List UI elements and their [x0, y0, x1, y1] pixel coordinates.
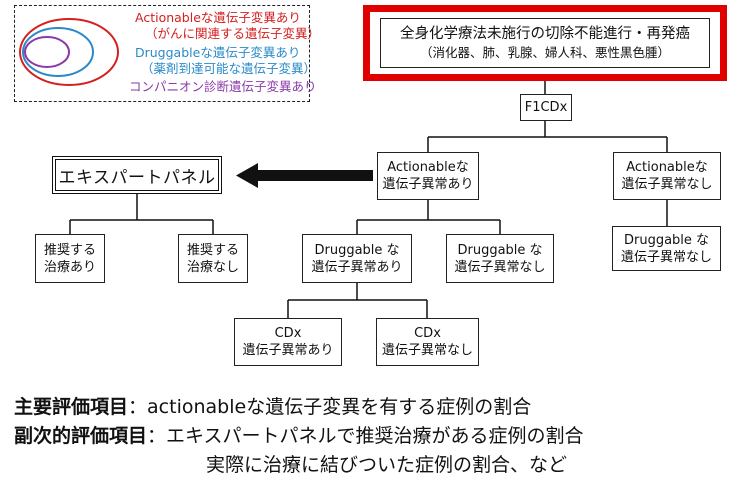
- recommended-treatment-no-node: 推奨する 治療なし: [178, 234, 248, 283]
- secondary-endpoint-text-1: エキスパートパネルで推奨治療がある症例の割合: [166, 425, 584, 447]
- druggable-no-right-line2: 遺伝子異常なし: [620, 249, 712, 265]
- legend-druggable-note: （薬剤到達可能な遺伝子変異）: [141, 61, 317, 76]
- arrow-to-expert-panel: [236, 163, 373, 188]
- actionable-yes-line1: Actionableな: [387, 160, 469, 175]
- actionable-no-line1: Actionableな: [626, 160, 708, 175]
- secondary-endpoint-label: 副次的評価項目: [14, 425, 148, 447]
- cdx-yes-line2: 遺伝子異常あり: [242, 343, 334, 358]
- legend-actionable-label: Actionableな遺伝子変異あり: [135, 10, 301, 25]
- recommended-no-line2: 治療なし: [186, 259, 239, 275]
- legend-venn-diagram: [19, 18, 119, 86]
- recommended-yes-line1: 推奨する: [43, 242, 96, 258]
- legend-ellipse-actionable: [19, 18, 119, 86]
- recommended-yes-line2: 治療あり: [43, 259, 96, 275]
- druggable-yes-line2: 遺伝子異常あり: [311, 259, 403, 275]
- actionable-no-node: Actionableな 遺伝子異常なし: [613, 152, 721, 200]
- legend-companion-label: コンパニオン診断遺伝子変異あり: [129, 79, 317, 94]
- actionable-no-line2: 遺伝子異常なし: [621, 177, 713, 192]
- recommended-no-line1: 推奨する: [186, 242, 239, 258]
- secondary-endpoint-text-2: 実際に治療に結びついた症例の割合、など: [206, 454, 568, 476]
- druggable-no-right-node: Druggable な 遺伝子異常なし: [612, 226, 721, 271]
- cdx-yes-node: CDx 遺伝子異常あり: [234, 318, 342, 366]
- primary-endpoint-line: 主要評価項目：actionableな遺伝子変異を有する症例の割合: [14, 394, 531, 420]
- cdx-no-line2: 遺伝子異常なし: [381, 343, 473, 358]
- actionable-yes-node: Actionableな 遺伝子異常あり: [377, 152, 479, 200]
- druggable-no-right-line1: Druggable な: [623, 232, 710, 248]
- recommended-treatment-yes-node: 推奨する 治療あり: [35, 234, 105, 283]
- legend-druggable-label: Druggableな遺伝子変異あり: [135, 45, 301, 60]
- target-population-inner: 全身化学療法未施行の切除不能進行・再発癌 （消化器、肺、乳腺、婦人科、悪性黒色腫…: [380, 18, 710, 68]
- druggable-yes-line1: Druggable な: [314, 242, 400, 258]
- legend-ellipse-druggable: [22, 27, 94, 77]
- secondary-endpoint-line-2: 実際に治療に結びついた症例の割合、など: [206, 452, 567, 478]
- target-population-box: 全身化学療法未施行の切除不能進行・再発癌 （消化器、肺、乳腺、婦人科、悪性黒色腫…: [363, 5, 727, 81]
- f1cdx-node: F1CDx: [520, 94, 572, 121]
- legend-actionable-note: （がんに関連する遺伝子変異）: [145, 26, 321, 41]
- secondary-endpoint-line: 副次的評価項目：エキスパートパネルで推奨治療がある症例の割合: [14, 423, 583, 449]
- expert-panel-node: エキスパートパネル: [52, 156, 222, 194]
- druggable-no-node: Druggable な 遺伝子異常なし: [446, 234, 554, 283]
- actionable-yes-line2: 遺伝子異常あり: [382, 177, 474, 192]
- primary-endpoint-separator: ：: [128, 396, 148, 418]
- druggable-no-line2: 遺伝子異常なし: [454, 259, 546, 275]
- expert-panel-label: エキスパートパネル: [58, 167, 216, 188]
- primary-endpoint-label: 主要評価項目: [14, 396, 129, 418]
- target-population-subtitle: （消化器、肺、乳腺、婦人科、悪性黒色腫）: [419, 45, 670, 60]
- legend-ellipse-companion: [24, 36, 70, 68]
- secondary-endpoint-separator: ：: [147, 425, 167, 447]
- cdx-no-line1: CDx: [414, 326, 441, 341]
- cdx-no-node: CDx 遺伝子異常なし: [376, 318, 479, 366]
- cdx-yes-line1: CDx: [274, 326, 302, 341]
- druggable-no-line1: Druggable な: [457, 242, 543, 258]
- legend-box: Actionableな遺伝子変異あり （がんに関連する遺伝子変異） Drugga…: [14, 5, 320, 102]
- f1cdx-label: F1CDx: [524, 100, 568, 115]
- primary-endpoint-text: actionableな遺伝子変異を有する症例の割合: [147, 396, 532, 418]
- target-population-title: 全身化学療法未施行の切除不能進行・再発癌: [400, 26, 690, 42]
- druggable-yes-node: Druggable な 遺伝子異常あり: [302, 234, 412, 283]
